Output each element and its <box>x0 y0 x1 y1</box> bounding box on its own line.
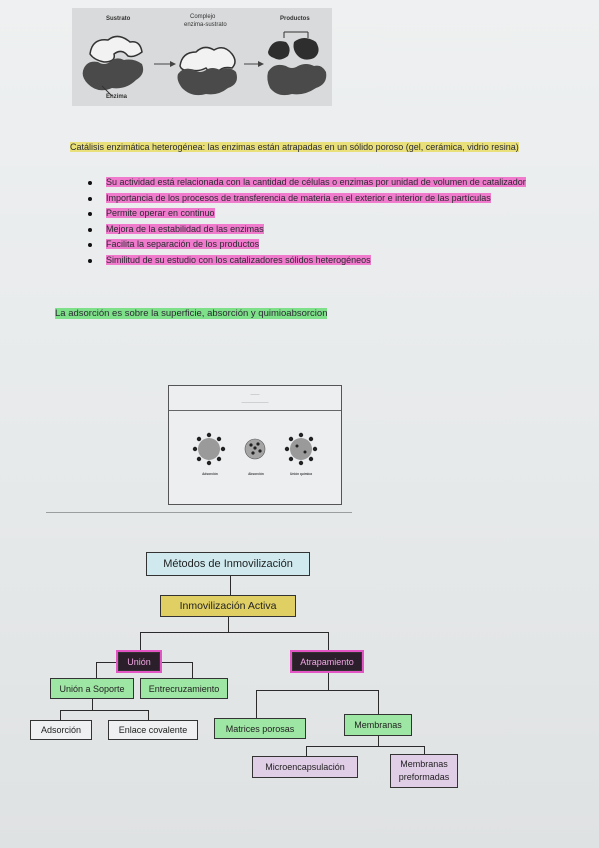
node-matrices-porosas: Matrices porosas <box>214 718 306 739</box>
bullet-text: Mejora de la estabilidad de las enzimas <box>106 223 264 234</box>
connector <box>256 690 257 718</box>
heterogeneous-catalysis-paragraph: Catálisis enzimática heterogénea: las en… <box>70 140 530 154</box>
label-complejo-2: enzima-sustrato <box>184 22 227 28</box>
adsorption-note-text: La adsorción es sobre la superficie, abs… <box>55 308 328 319</box>
figure2-subtitle: ————————— <box>169 400 341 411</box>
connector <box>230 575 231 595</box>
connector <box>328 632 329 652</box>
particles-illustration <box>192 432 318 466</box>
caption-adsorcion: Adsorción <box>202 472 218 476</box>
paragraph-rest: las enzimas están atrapadas en un sólido… <box>205 142 519 152</box>
bullet-list: Su actividad está relacionada con la can… <box>88 177 540 270</box>
enzyme-substrate-illustration <box>82 31 327 97</box>
list-item: Similitud de su estudio con los cataliza… <box>88 254 540 267</box>
connector <box>60 710 61 720</box>
enzyme-substrate-figure: Sustrato Complejo enzima-sustrato Produc… <box>72 8 332 106</box>
connector <box>96 662 97 678</box>
list-item: Permite operar en continuo <box>88 208 540 220</box>
bullet-text: Facilita la separación de los productos <box>106 239 260 249</box>
label-enzima: Enzima <box>106 94 128 100</box>
node-entrecruzamiento: Entrecruzamiento <box>140 678 228 699</box>
node-adsorcion: Adsorción <box>30 720 92 740</box>
bullet-text: Permite operar en continuo <box>106 208 215 218</box>
connector <box>228 616 229 632</box>
connector <box>92 698 93 710</box>
horizontal-divider <box>46 512 352 513</box>
node-metodos-inmovilizacion: Métodos de Inmovilización <box>146 552 310 576</box>
label-sustrato: Sustrato <box>106 16 131 22</box>
adsorption-note: La adsorción es sobre la superficie, abs… <box>55 308 328 319</box>
connector <box>140 632 328 633</box>
connector <box>424 746 425 754</box>
connector <box>192 662 193 678</box>
bullet-text: Importancia de los procesos de transfere… <box>106 192 491 203</box>
node-membranas: Membranas <box>344 714 412 736</box>
figure2-title: ——— <box>250 392 260 396</box>
connector <box>328 671 329 690</box>
node-union-soporte: Unión a Soporte <box>50 678 134 699</box>
node-inmovilizacion-activa: Inmovilización Activa <box>160 595 296 617</box>
connector <box>378 736 379 746</box>
node-membranas-preformadas: Membranas preformadas <box>390 754 458 788</box>
caption-union-quimica: Unión química <box>290 472 312 476</box>
node-enlace-covalente: Enlace covalente <box>108 720 198 740</box>
label-productos: Productos <box>280 16 310 22</box>
paragraph-lead: Catálisis enzimática heterogénea: <box>70 142 206 152</box>
list-item: Mejora de la estabilidad de las enzimas <box>88 223 540 236</box>
list-item: Facilita la separación de los productos <box>88 239 540 251</box>
node-microencapsulacion: Microencapsulación <box>252 756 358 778</box>
connector <box>256 690 378 691</box>
bullet-text: Su actividad está relacionada con la can… <box>106 177 526 187</box>
bullet-text: Similitud de su estudio con los cataliza… <box>106 254 371 265</box>
connector <box>148 710 149 720</box>
connector <box>306 746 307 756</box>
immobilization-types-figure: ——— ————————— Ads <box>168 385 342 505</box>
label-complejo: Complejo <box>190 14 216 20</box>
node-union: Unión <box>118 652 160 671</box>
list-item: Su actividad está relacionada con la can… <box>88 177 540 189</box>
node-atrapamiento: Atrapamiento <box>292 652 362 671</box>
list-item: Importancia de los procesos de transfere… <box>88 192 540 205</box>
caption-absorcion: Absorción <box>248 472 264 476</box>
connector <box>60 710 148 711</box>
connector <box>140 632 141 652</box>
connector <box>378 690 379 714</box>
connector <box>306 746 424 747</box>
